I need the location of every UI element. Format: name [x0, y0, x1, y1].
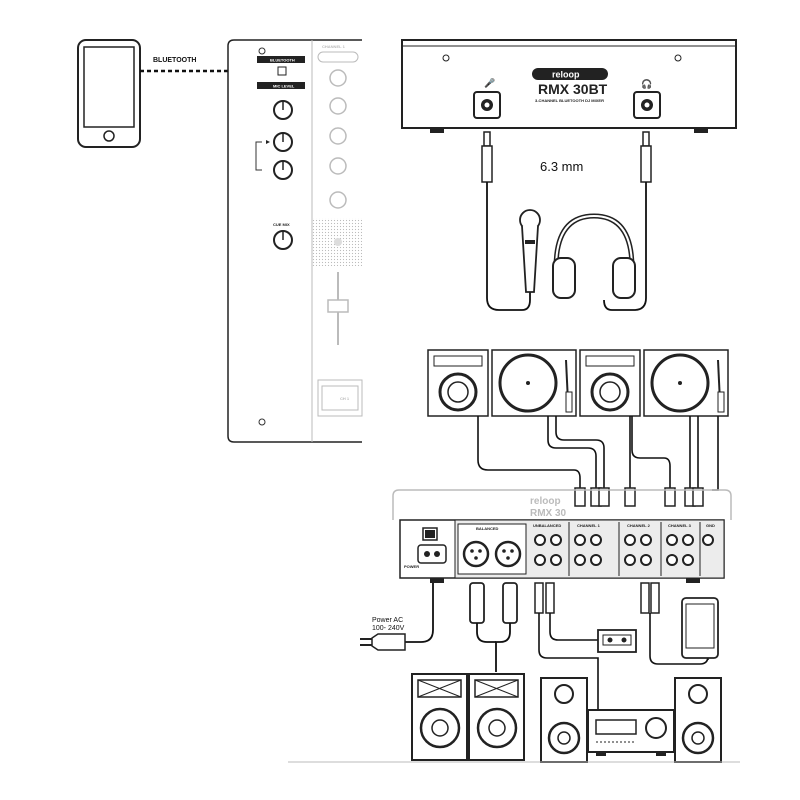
xlr-connector-icon [464, 542, 488, 566]
panel-bluetooth-label: BLUETOOTH [270, 58, 295, 63]
knob-icon [274, 231, 292, 249]
knob-icon [274, 133, 292, 151]
svg-text:🎧: 🎧 [641, 78, 652, 89]
xlr-connector-icon [496, 542, 520, 566]
rear-channel2-label: CHANNEL 2 [627, 523, 651, 528]
knob-icon [274, 161, 292, 179]
power-label-line1: Power AC [372, 617, 403, 624]
smartphone-icon [78, 40, 140, 147]
cassette-deck-icon [598, 630, 636, 652]
panel-mic-level-label: MIC LEVEL [273, 84, 295, 89]
knob-icon [274, 101, 292, 119]
mixer-front-panel: 🎤 🎧 reloop RMX 30BT 3-CHANNEL BLUETOOTH … [402, 40, 736, 133]
svg-text:🎤: 🎤 [484, 77, 495, 88]
headphone-jack-icon [634, 92, 660, 118]
svg-text:reloop: reloop [530, 496, 561, 507]
turntable-icon [492, 350, 576, 416]
mixer-top-panel: BLUETOOTH MIC LEVEL CUE MIX CHANNEL 1 [228, 40, 362, 442]
brand-logo: reloop [552, 70, 580, 80]
cd-player-icon [580, 350, 640, 416]
cd-player-icon [428, 350, 488, 416]
pa-speaker-icon [412, 674, 467, 760]
mixer-rear-panel: reloop RMX 30 POWER BALANCED UNBALANCED … [393, 490, 731, 583]
rca-cables [478, 416, 718, 490]
pa-speaker-icon [469, 674, 524, 760]
panel-ch1-label: CH 1 [340, 396, 350, 401]
rca-output-cables [535, 583, 659, 613]
rear-gnd-label: GND [706, 523, 715, 528]
bluetooth-label: BLUETOOTH [153, 57, 196, 64]
turntable-icon [644, 350, 728, 416]
svg-text:CUE MIX: CUE MIX [273, 222, 290, 227]
rear-unbalanced-label: UNBALANCED [533, 523, 561, 528]
rear-channel3-label: CHANNEL 3 [668, 523, 692, 528]
microphone-icon [520, 210, 540, 292]
model-name: RMX 30BT [538, 81, 608, 97]
rear-power-label: POWER [404, 564, 419, 569]
model-subtitle: 3-CHANNEL BLUETOOTH DJ MIXER [535, 98, 604, 103]
power-label-line2: 100- 240V [372, 625, 405, 632]
rear-channel1-label: CHANNEL 1 [577, 523, 601, 528]
xlr-cables [470, 583, 517, 672]
panel-channel-label: CHANNEL 1 [322, 44, 346, 49]
mic-jack-icon [474, 92, 500, 118]
cable-size-label: 6.3 mm [540, 159, 583, 174]
svg-text:RMX 30: RMX 30 [530, 508, 567, 519]
amplifier-icon [588, 710, 674, 756]
headphones-icon [553, 216, 635, 298]
rear-balanced-label: BALANCED [476, 526, 499, 531]
smartphone-icon [682, 598, 718, 658]
hifi-speaker-icon [675, 678, 721, 762]
hifi-speaker-icon [541, 678, 587, 762]
